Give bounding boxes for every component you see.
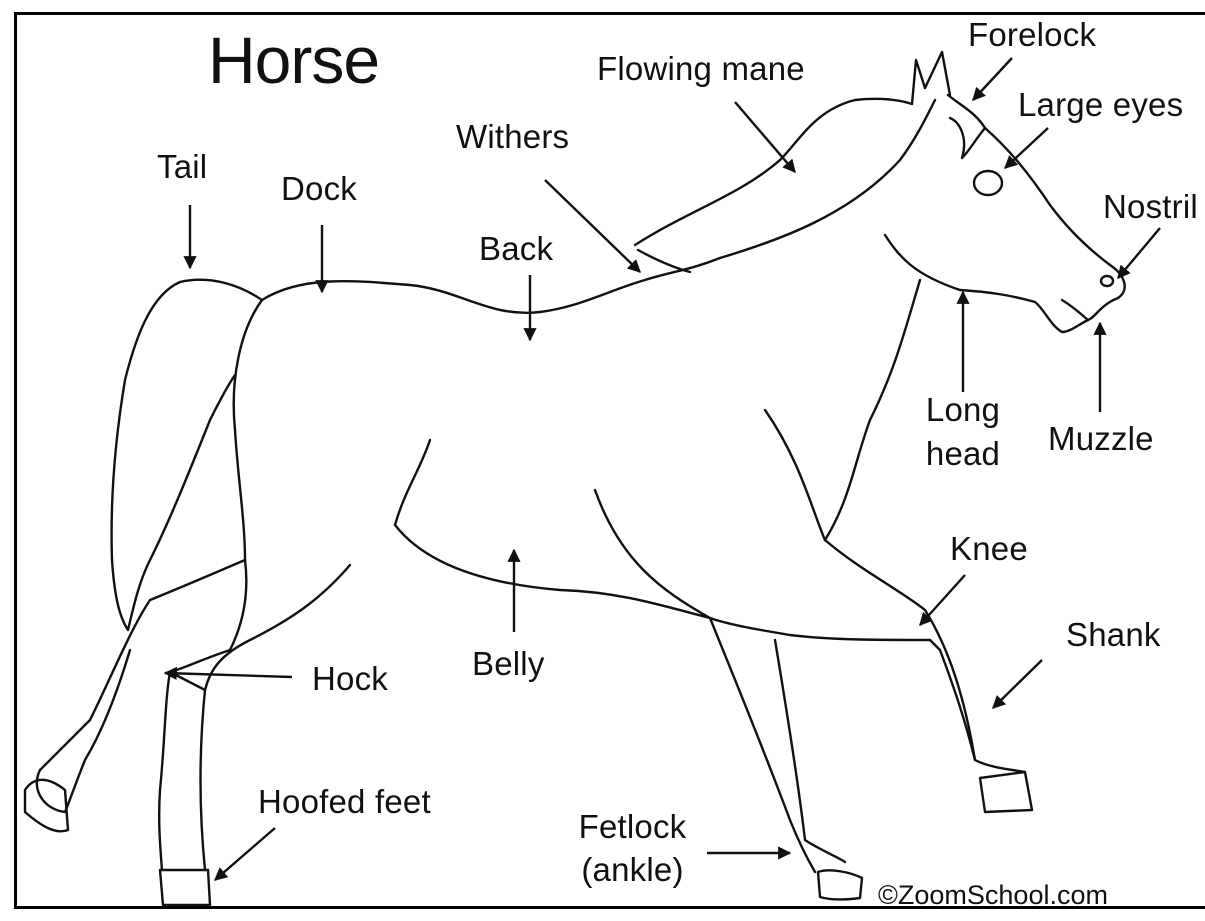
label-dock: Dock bbox=[281, 172, 357, 206]
foreleg-front bbox=[825, 540, 1025, 772]
tail-outline bbox=[112, 280, 262, 630]
label-shank: Shank bbox=[1066, 618, 1161, 652]
arrow-hock bbox=[165, 673, 292, 677]
nostril-outline bbox=[1101, 276, 1113, 286]
label-fetlock-line2: (ankle) bbox=[570, 853, 695, 887]
ear-left bbox=[912, 60, 925, 104]
label-fetlock-line1: Fetlock bbox=[570, 810, 695, 844]
hindquarter-outline bbox=[234, 300, 262, 560]
arrow-withers bbox=[545, 180, 640, 272]
label-withers: Withers bbox=[456, 120, 569, 154]
label-belly: Belly bbox=[472, 647, 545, 681]
shoulder-line bbox=[765, 410, 825, 540]
face-outline bbox=[985, 128, 1125, 320]
arrow-shank bbox=[993, 660, 1042, 708]
arrow-eyes bbox=[1005, 128, 1048, 168]
label-hock: Hock bbox=[312, 662, 388, 696]
label-tail: Tail bbox=[157, 150, 207, 184]
jaw-outline bbox=[885, 235, 960, 290]
near-forehoof bbox=[818, 870, 862, 899]
diagram-title: Horse bbox=[208, 22, 379, 98]
label-hoofed-feet: Hoofed feet bbox=[258, 785, 431, 819]
label-large-eyes: Large eyes bbox=[1018, 88, 1183, 122]
arrow-mane bbox=[735, 102, 795, 172]
eye-outline bbox=[974, 171, 1002, 195]
label-long-head-line2: head bbox=[908, 437, 1018, 471]
near-hindleg-front bbox=[200, 565, 350, 870]
arrow-nostril bbox=[1118, 228, 1160, 278]
foreleg-back bbox=[710, 618, 975, 760]
throat-outline bbox=[825, 280, 920, 540]
copyright-credit: ©ZoomSchool.com bbox=[878, 880, 1108, 911]
near-foreleg-back bbox=[775, 640, 845, 862]
label-knee: Knee bbox=[950, 532, 1028, 566]
label-forelock: Forelock bbox=[968, 18, 1096, 52]
belly-outline bbox=[395, 525, 710, 618]
label-back: Back bbox=[479, 232, 553, 266]
arrow-hoofed-feet bbox=[215, 828, 275, 880]
label-muzzle: Muzzle bbox=[1048, 422, 1154, 456]
forehoof bbox=[980, 772, 1032, 812]
ear-right bbox=[925, 52, 950, 95]
near-hindhoof bbox=[160, 870, 210, 905]
arrow-knee bbox=[920, 575, 965, 625]
far-hindleg bbox=[37, 560, 245, 812]
label-flowing-mane: Flowing mane bbox=[597, 52, 805, 86]
mane-outline bbox=[635, 99, 912, 245]
forelock-outline bbox=[948, 95, 985, 158]
muzzle-outline bbox=[960, 290, 1088, 332]
label-long-head-line1: Long bbox=[908, 393, 1018, 427]
mane-inner bbox=[638, 250, 690, 272]
stifle-line bbox=[395, 440, 430, 525]
arrow-forelock bbox=[973, 58, 1012, 100]
label-nostril: Nostril bbox=[1103, 190, 1205, 224]
